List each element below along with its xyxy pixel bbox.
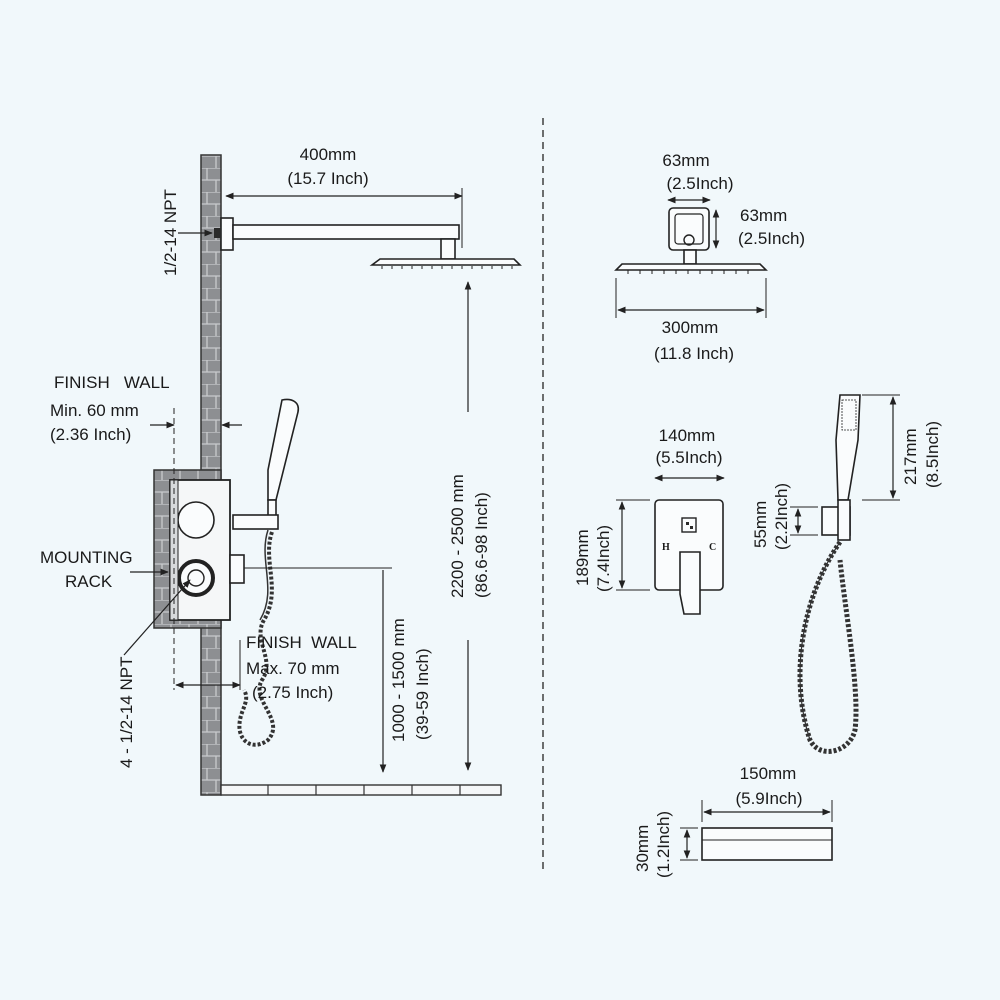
rain-showerhead-side xyxy=(369,258,522,266)
head-height-label: 2200 - 2500 mm xyxy=(448,474,467,598)
installation-view: 400mm (15.7 Inch) 1/2-14 NPT FINISH WALL… xyxy=(40,145,522,796)
hand-shower-front xyxy=(835,394,861,501)
holder-label: 55mm xyxy=(751,501,770,548)
spout-width-label: 150mm xyxy=(740,764,797,783)
finish-wall-bottom-label: FINISH WALL xyxy=(246,633,357,652)
hose-side xyxy=(237,531,276,747)
arm-length-label: 400mm xyxy=(300,145,357,164)
showerhead-width-label: 300mm xyxy=(662,318,719,337)
holder-inch-label: (2.2Inch) xyxy=(772,483,791,550)
diverter-button xyxy=(681,517,697,533)
flange-width-label: 63mm xyxy=(662,151,709,170)
hand-shower-length-label: 217mm xyxy=(901,428,920,485)
min-depth-label: Min. 60 mm xyxy=(50,401,139,420)
hand-shower-view: 217mm (8.5Inch) 55mm (2.2Inch) xyxy=(751,394,942,754)
spout-height-inch-label: (1.2Inch) xyxy=(654,811,673,878)
hand-shower-length-inch-label: (8.5Inch) xyxy=(923,421,942,488)
shower-arm xyxy=(232,224,460,240)
mounting-rack-label-2: RACK xyxy=(65,572,113,591)
valve-port-upper xyxy=(177,501,215,539)
max-depth-label: Max. 70 mm xyxy=(246,659,340,678)
valve-lever xyxy=(679,551,701,615)
flange-height-label: 63mm xyxy=(740,206,787,225)
max-depth-inch-label: (2.75 Inch) xyxy=(252,683,333,702)
head-height-inch-label: (86.6-98 Inch) xyxy=(472,492,491,598)
mounting-rack-label: MOUNTING xyxy=(40,548,133,567)
arm-length-inch-label: (15.7 Inch) xyxy=(287,169,368,188)
floor xyxy=(220,784,502,796)
shower-arm-flange xyxy=(220,217,234,251)
min-depth-inch-label: (2.36 Inch) xyxy=(50,425,131,444)
tub-spout xyxy=(701,827,833,861)
showerhead-width-inch-label: (11.8 Inch) xyxy=(654,344,734,363)
valve-plate-view: 140mm (5.5Inch) H C 189mm (7.4Inch) xyxy=(573,426,725,615)
bottom-npt-label: 4 - 1/2-14 NPT xyxy=(117,657,136,769)
hand-shower-holder xyxy=(232,514,279,530)
plate-height-inch-label: (7.4Inch) xyxy=(594,525,613,592)
valve-height-inch-label: (39-59 Inch) xyxy=(413,648,432,740)
showerhead-view: 63mm (2.5Inch) 63mm (2.5Inch) 300mm (11.… xyxy=(614,151,805,363)
showerhead-front xyxy=(614,263,768,271)
valve-body xyxy=(169,479,231,621)
top-npt-label: 1/2-14 NPT xyxy=(161,189,180,276)
plate-width-label: 140mm xyxy=(659,426,716,445)
plate-width-inch-label: (5.5Inch) xyxy=(655,448,722,467)
hose-front xyxy=(797,540,859,754)
cold-mark: C xyxy=(709,542,716,553)
spout-view: 150mm (5.9Inch) 30mm (1.2Inch) xyxy=(633,764,833,878)
hand-shower-side xyxy=(267,398,300,501)
valve-height-label: 1000 - 1500 mm xyxy=(389,618,408,742)
flange-width-inch-label: (2.5Inch) xyxy=(666,174,733,193)
plate-height-label: 189mm xyxy=(573,529,592,586)
flange-height-inch-label: (2.5Inch) xyxy=(738,229,805,248)
spout-height-label: 30mm xyxy=(633,825,652,872)
spout-width-inch-label: (5.9Inch) xyxy=(735,789,802,808)
hot-mark: H xyxy=(662,542,670,553)
finish-wall-top-label: FINISH WALL xyxy=(54,373,170,392)
valve-trim xyxy=(229,554,245,584)
